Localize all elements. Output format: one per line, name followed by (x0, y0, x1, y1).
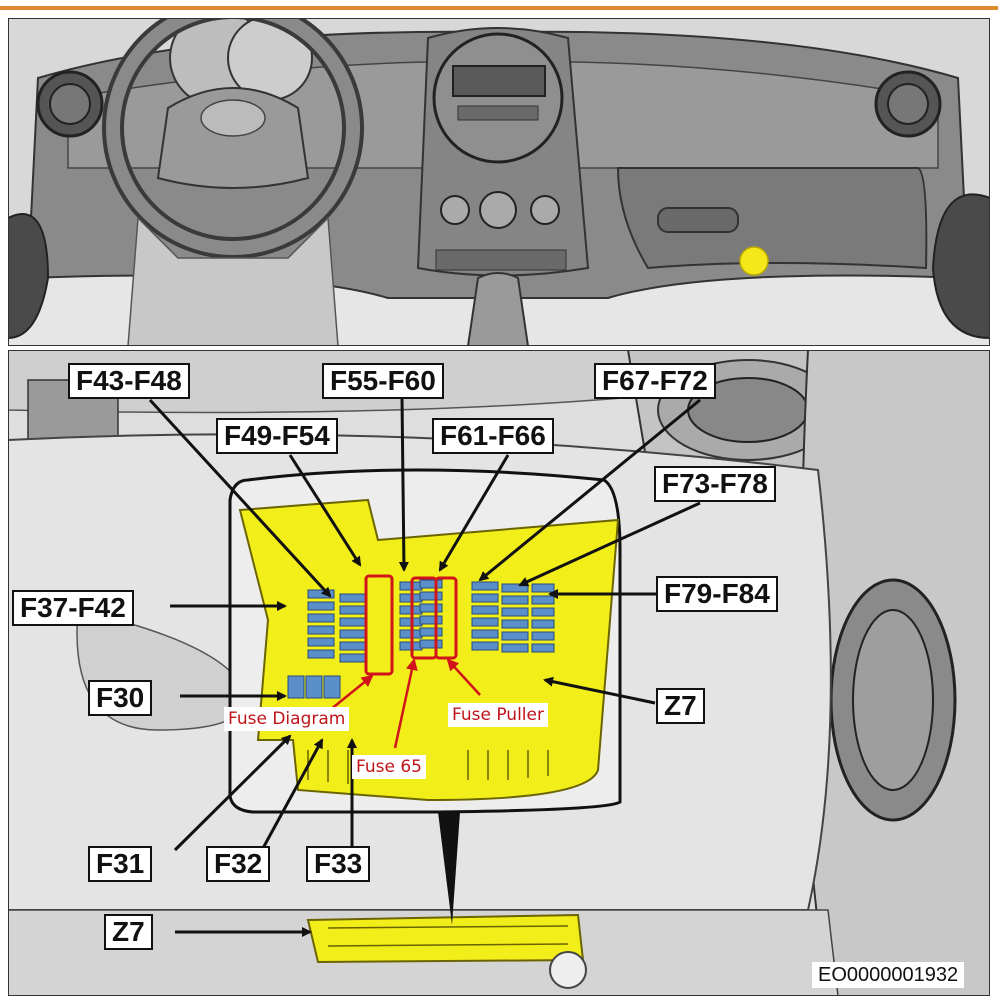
dashboard-illustration (8, 18, 990, 346)
annotation-fuse-65: Fuse 65 (352, 755, 426, 779)
callout-f55-f60: F55-F60 (322, 363, 444, 399)
callout-f32: F32 (206, 846, 271, 882)
dashboard-overview-panel (8, 18, 990, 346)
callout-f49-f54: F49-F54 (216, 418, 338, 454)
callout-f43-f48: F43-F48 (68, 363, 190, 399)
callout-z7-bottom: Z7 (104, 914, 153, 950)
annotation-fuse-puller: Fuse Puller (448, 703, 548, 727)
top-accent-bar (0, 0, 998, 10)
callout-f33: F33 (306, 846, 371, 882)
annotation-fuse-diagram: Fuse Diagram (224, 707, 350, 731)
callout-f30: F30 (88, 680, 153, 716)
fuse-box-location-marker (739, 246, 769, 276)
callout-f31: F31 (88, 846, 153, 882)
callout-f61-f66: F61-F66 (432, 418, 554, 454)
callout-f67-f72: F67-F72 (594, 363, 716, 399)
callout-f37-f42: F37-F42 (12, 590, 134, 626)
callout-z7-right: Z7 (656, 688, 705, 724)
callout-f73-f78: F73-F78 (654, 466, 776, 502)
figure-code: EO0000001932 (812, 962, 965, 988)
callout-f79-f84: F79-F84 (656, 576, 778, 612)
